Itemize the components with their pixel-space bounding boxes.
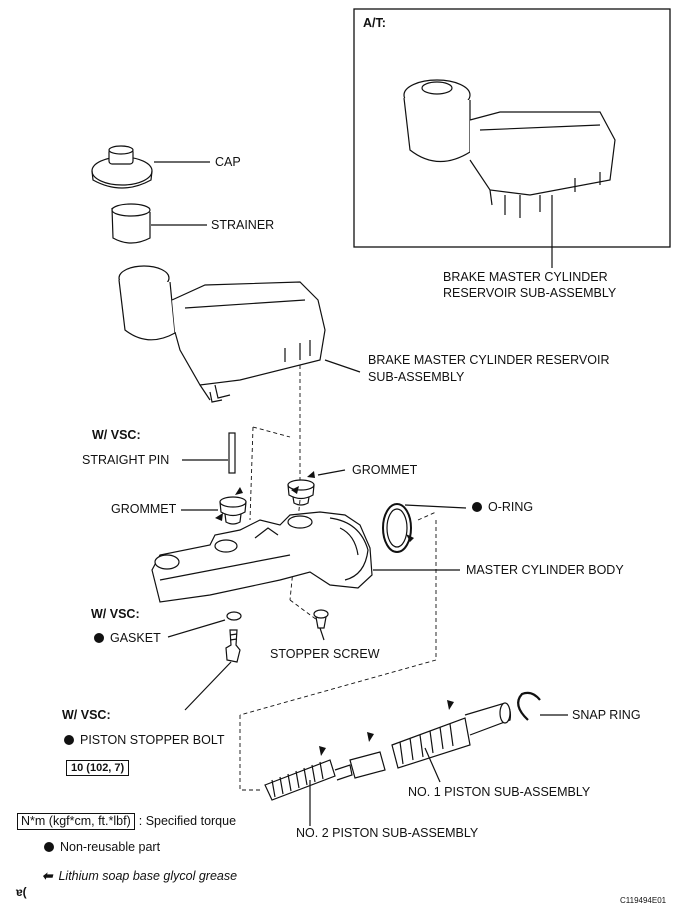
inset-title: A/T:	[363, 16, 386, 30]
torque-spec-box: 10 (102, 7)	[66, 760, 130, 776]
master-cylinder-body-label: MASTER CYLINDER BODY	[466, 563, 624, 577]
strainer-illustration	[111, 203, 207, 244]
strainer-label: STRAINER	[211, 218, 275, 232]
arrow-left-icon: ⬅	[42, 869, 53, 883]
piston-stopper-bolt-label: PISTON STOPPER BOLT	[64, 733, 224, 748]
legend-torque-text: : Specified torque	[138, 814, 237, 828]
no1-piston-label: NO. 1 PISTON SUB-ASSEMBLY	[408, 785, 591, 799]
cap-illustration	[91, 145, 210, 189]
figure-id: C119494E01	[620, 896, 667, 905]
no2-piston-illustration	[264, 751, 386, 826]
grommet-right-label: GROMMET	[352, 463, 418, 477]
o-ring-illustration	[382, 503, 412, 553]
snap-ring-label: SNAP RING	[572, 708, 641, 722]
reservoir-label-line1: BRAKE MASTER CYLINDER RESERVOIR	[368, 353, 610, 367]
wvsc-label-3: W/ VSC:	[62, 708, 111, 722]
wvsc-label-2: W/ VSC:	[91, 607, 140, 621]
grease-arrows	[215, 471, 454, 756]
piston-stopper-bolt-label-text: PISTON STOPPER BOLT	[80, 733, 225, 747]
legend-torque: N*m (kgf*cm, ft.*lbf): Specified torque	[17, 813, 236, 830]
o-ring-label-text: O-RING	[488, 500, 534, 514]
legend-grease-text: Lithium soap base glycol grease	[58, 869, 238, 883]
reservoir-illustration	[118, 265, 361, 403]
legend-grease: ⬅ Lithium soap base glycol grease	[42, 869, 237, 884]
inset-part-label-line1: BRAKE MASTER CYLINDER	[443, 270, 608, 284]
straight-pin-label: STRAIGHT PIN	[82, 453, 170, 467]
straight-pin-illustration	[228, 432, 236, 474]
filled-circle-icon	[44, 842, 54, 852]
gasket-illustration	[226, 611, 242, 621]
non-reusable-icon	[94, 633, 104, 643]
inset-part-label-line2: RESERVOIR SUB-ASSEMBLY	[443, 286, 617, 300]
piston-stopper-bolt-illustration	[184, 629, 241, 711]
non-reusable-icon	[472, 502, 482, 512]
gasket-label: GASKET	[94, 631, 161, 646]
master-cylinder-body-illustration	[151, 511, 460, 603]
stopper-screw-illustration	[313, 609, 329, 641]
o-ring-label: O-RING	[472, 500, 533, 515]
cap-label: CAP	[215, 155, 241, 169]
torque-unit-box: N*m (kgf*cm, ft.*lbf)	[17, 813, 135, 830]
snap-ring-illustration	[517, 691, 541, 721]
grommet-right-illustration	[287, 469, 346, 506]
gasket-label-text: GASKET	[110, 631, 161, 645]
legend-nonreusable-text: Non-reusable part	[60, 840, 161, 854]
no2-piston-label: NO. 2 PISTON SUB-ASSEMBLY	[296, 826, 479, 840]
no1-piston-illustration	[391, 702, 512, 783]
non-reusable-icon	[64, 735, 74, 745]
grommet-left-label: GROMMET	[111, 502, 177, 516]
legend-nonreusable: Non-reusable part	[44, 840, 160, 855]
reservoir-label-line2: SUB-ASSEMBLY	[368, 370, 465, 384]
inset-reservoir-illustration	[403, 79, 616, 268]
grommet-left-illustration	[181, 496, 247, 525]
corner-mark: ɐ(	[16, 885, 27, 899]
wvsc-label-1: W/ VSC:	[92, 428, 141, 442]
stopper-screw-label: STOPPER SCREW	[270, 647, 380, 661]
